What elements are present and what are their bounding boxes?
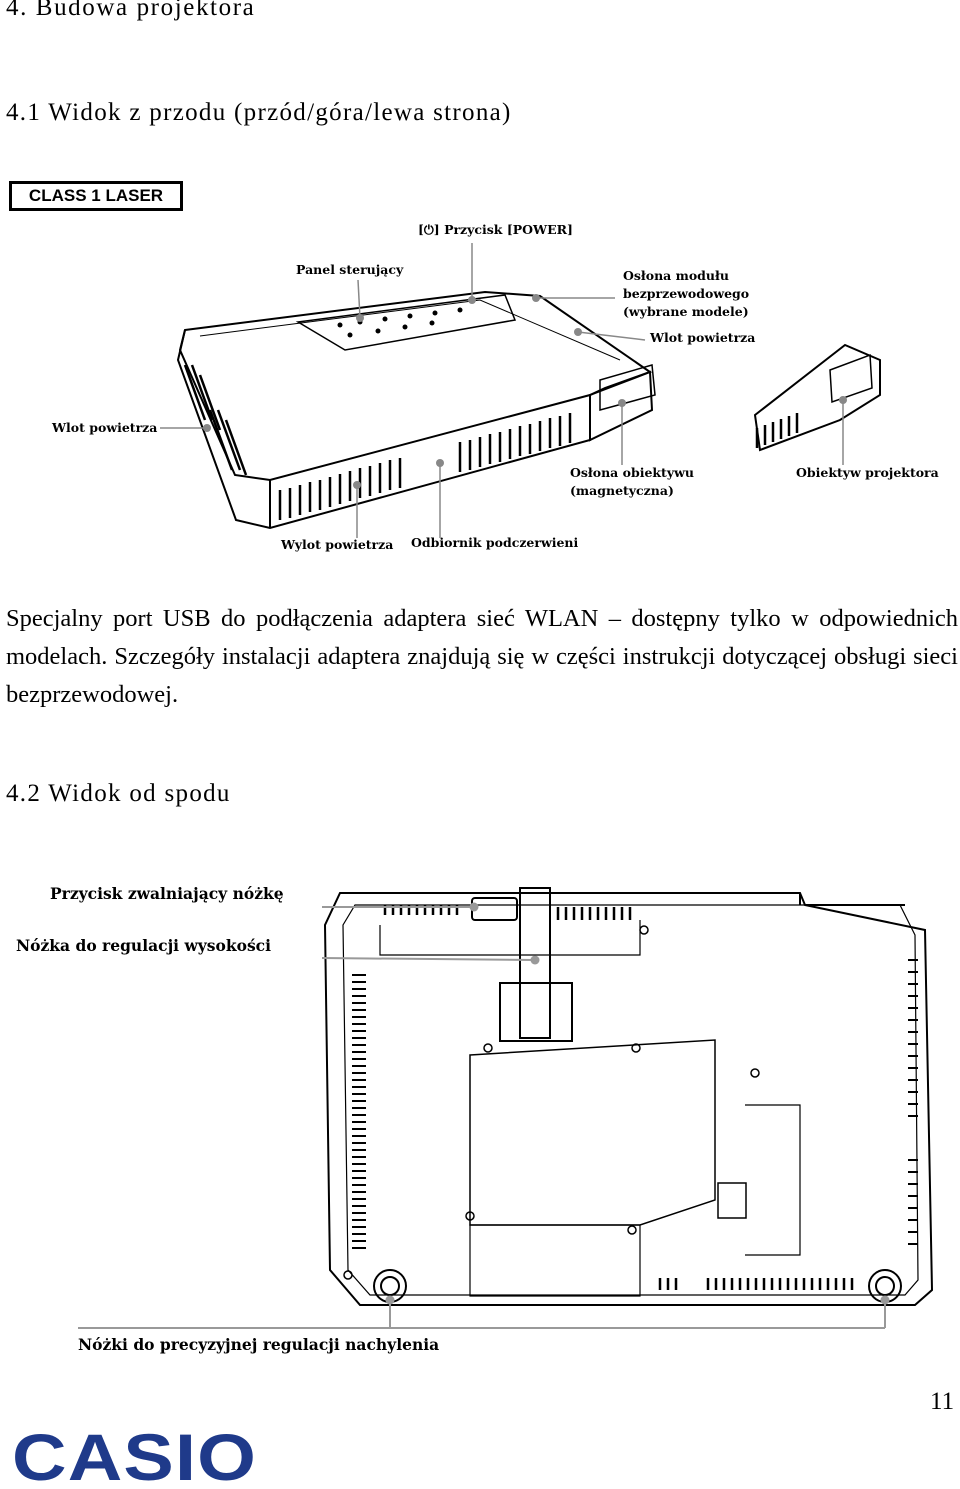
subsection-front-title: 4.1 Widok z przodu (przód/góra/lewa stro… [6, 99, 512, 126]
subsection-bottom-title: 4.2 Widok od spodu [6, 780, 231, 807]
lens-cover-label-1: Osłona obiektywu [570, 465, 694, 480]
wireless-cover-label-1: Osłona modułu [623, 268, 729, 283]
control-panel-label: Panel sterujący [296, 262, 404, 277]
lens-cover-label-2: (magnetyczna) [570, 483, 674, 498]
foot-release-label: Przycisk zwalniający nóżkę [50, 884, 284, 903]
air-inlet-right-label: Wlot powietrza [650, 330, 756, 345]
wireless-cover-label-2: bezprzewodowego [623, 286, 750, 301]
tilt-feet-label: Nóżki do precyzyjnej regulacji nachyleni… [78, 1335, 440, 1354]
air-inlet-left-label: Wlot powietrza [52, 420, 158, 435]
ir-receiver-label: Odbiornik podczerwieni [411, 535, 579, 550]
class-1-laser-label: CLASS 1 LASER [9, 181, 183, 211]
projector-lens-label: Obiektyw projektora [796, 465, 939, 480]
brand-logo-text: CASIO [12, 1420, 257, 1489]
wireless-cover-label-3: (wybrane modele) [623, 304, 749, 319]
page-number: 11 [930, 1388, 955, 1415]
section-title: 4. Budowa projektora [6, 0, 256, 21]
power-button-label: [⏻] Przycisk [POWER] [418, 222, 573, 237]
height-foot-label: Nóżka do regulacji wysokości [16, 936, 272, 955]
air-outlet-label: Wylot powietrza [281, 537, 394, 552]
wlan-paragraph: Specjalny port USB do podłączenia adapte… [6, 605, 958, 708]
